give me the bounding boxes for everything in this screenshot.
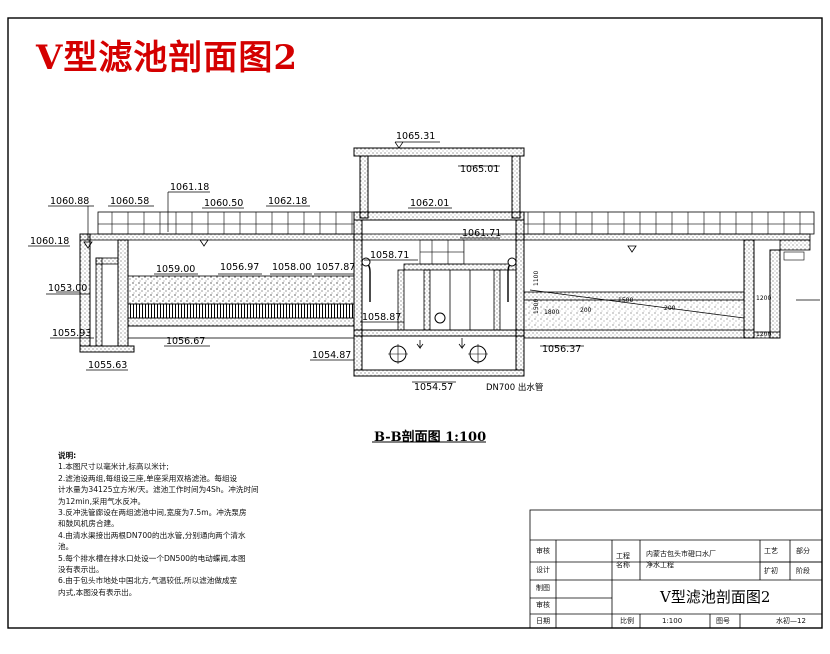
note-line: 5.每个排水槽在排水口处设一个DN500的电动蝶阀,本图	[58, 553, 246, 563]
dim-1500: 1500	[533, 299, 540, 314]
tb-design-label: 设计	[536, 566, 550, 574]
dim-1200b: 1200	[756, 331, 771, 338]
drawing-title: V型滤池剖面图2	[36, 38, 299, 78]
note-line: 为12min,采用气水反冲。	[58, 496, 146, 506]
tb-scale-value: 1:100	[662, 617, 683, 625]
elev-center-water: 1061.71	[462, 228, 501, 239]
filter-base	[127, 325, 355, 339]
tb-drawn-label: 制图	[536, 584, 550, 592]
note-line: 没有表示出。	[58, 565, 104, 575]
tb-drawing-no: 水初—12	[776, 617, 806, 625]
tb-scale-label: 比例	[620, 617, 634, 625]
tb-expand-label: 扩初	[764, 567, 778, 575]
elev-media-top: 1059.00	[156, 264, 195, 275]
dim-1800: 1800	[544, 309, 559, 316]
elev-outer-left: 1055.93	[52, 328, 91, 339]
elev-roof-inner: 1065.01	[460, 164, 499, 175]
dimension-labels: 1100 1500 1800 200 200 1200 1500 1200	[533, 271, 771, 338]
nozzle-layer	[127, 303, 355, 319]
elev-left-water: 1060.18	[30, 236, 69, 247]
dim-1200: 1200	[756, 295, 771, 302]
elev-channel: 1062.18	[268, 196, 307, 207]
dim-200a: 200	[580, 307, 592, 314]
tb-drawing-no-label: 图号	[716, 617, 730, 625]
tb-review-label: 审核	[536, 547, 550, 555]
top-slab	[79, 233, 811, 241]
elev-sump: 1054.87	[312, 350, 351, 361]
dim-200b: 200	[664, 305, 676, 312]
tb-date-label: 日期	[536, 617, 550, 625]
tb-check-label: 审核	[536, 601, 550, 609]
tb-project-name-2: 净水工程	[646, 561, 674, 569]
left-deck-grid	[97, 211, 355, 235]
tb-craft-label: 工艺	[764, 547, 778, 555]
note-line: 计水量为34125立方米/天。滤池工作时间为4Sh。冲洗时间	[58, 485, 259, 495]
dim-1100: 1100	[533, 271, 540, 286]
elev-sump-bottom: 1054.57	[414, 382, 453, 393]
elev-media-mid1: 1056.97	[220, 262, 259, 273]
tb-drawing-title: V型滤池剖面图2	[660, 588, 771, 606]
center-tower	[353, 147, 525, 221]
pipe-label: DN700 出水管	[486, 382, 543, 393]
note-line: 6.由于包头市地处中国北方,气温较低,所以滤池做成室	[58, 576, 238, 586]
sheet-border	[7, 17, 823, 629]
elev-gallery: 1058.87	[362, 312, 401, 323]
elev-left-step: 1060.58	[110, 196, 149, 207]
note-line: 1.本图尺寸以毫米计,标高以米计;	[58, 462, 169, 472]
section-caption: B-B剖面图 1:100	[374, 430, 487, 445]
elevation-leaders	[28, 141, 584, 383]
note-line: 池。	[58, 542, 74, 552]
elev-left-wall-top: 1060.88	[50, 196, 89, 207]
tb-craft-value: 部分	[796, 547, 810, 555]
water-surface-marks	[56, 239, 820, 301]
elev-pipe: 1058.71	[370, 250, 409, 261]
elev-media-mid2: 1058.00	[272, 262, 311, 273]
elev-bottom-slab: 1056.67	[166, 336, 205, 347]
note-line: 内式,本图没有表示出。	[58, 587, 137, 597]
dim-1500b: 1500	[618, 297, 633, 304]
elev-upper: 1061.18	[170, 182, 209, 193]
note-line: 和鼓风机房合建。	[58, 519, 119, 529]
note-line: 4.由清水渠接出两根DN700的出水管,分别通向两个清水	[58, 530, 246, 540]
filter-bottom-slab	[127, 317, 355, 327]
elev-right-bottom: 1056.37	[542, 344, 581, 355]
elev-ground-left: 1053.00	[48, 283, 87, 294]
tb-project-name-1: 内蒙古包头市磴口水厂	[646, 550, 716, 558]
pipe-gallery	[353, 219, 525, 377]
elev-media-right: 1057.87	[316, 262, 355, 273]
tb-expand-value: 阶段	[796, 567, 810, 575]
right-deck-grid	[523, 211, 815, 235]
elevation-labels: 1065.31 1065.01 1060.88 1060.58 1061.18 …	[30, 131, 581, 393]
tb-project-label: 工程 名称	[616, 552, 630, 569]
left-channel	[79, 233, 135, 353]
title-block-lines	[529, 509, 823, 629]
filter-media	[127, 275, 355, 305]
notes-heading: 说明:	[58, 451, 77, 460]
note-line: 2.滤池设两组,每组设三座,单座采用双格滤池。每组设	[58, 473, 238, 483]
elev-bottom-left: 1055.63	[88, 360, 127, 371]
elev-inner: 1060.50	[204, 198, 243, 209]
elev-center-top: 1062.01	[410, 198, 449, 209]
notes-block: 说明: 1.本图尺寸以毫米计,标高以米计; 2.滤池设两组,每组设三座,单座采用…	[58, 450, 288, 598]
elev-roof-top: 1065.31	[396, 131, 435, 142]
right-filter	[523, 239, 811, 339]
note-line: 3.反冲洗管廊设在两组滤池中间,宽度为7.5m。冲洗泵房	[58, 508, 247, 518]
